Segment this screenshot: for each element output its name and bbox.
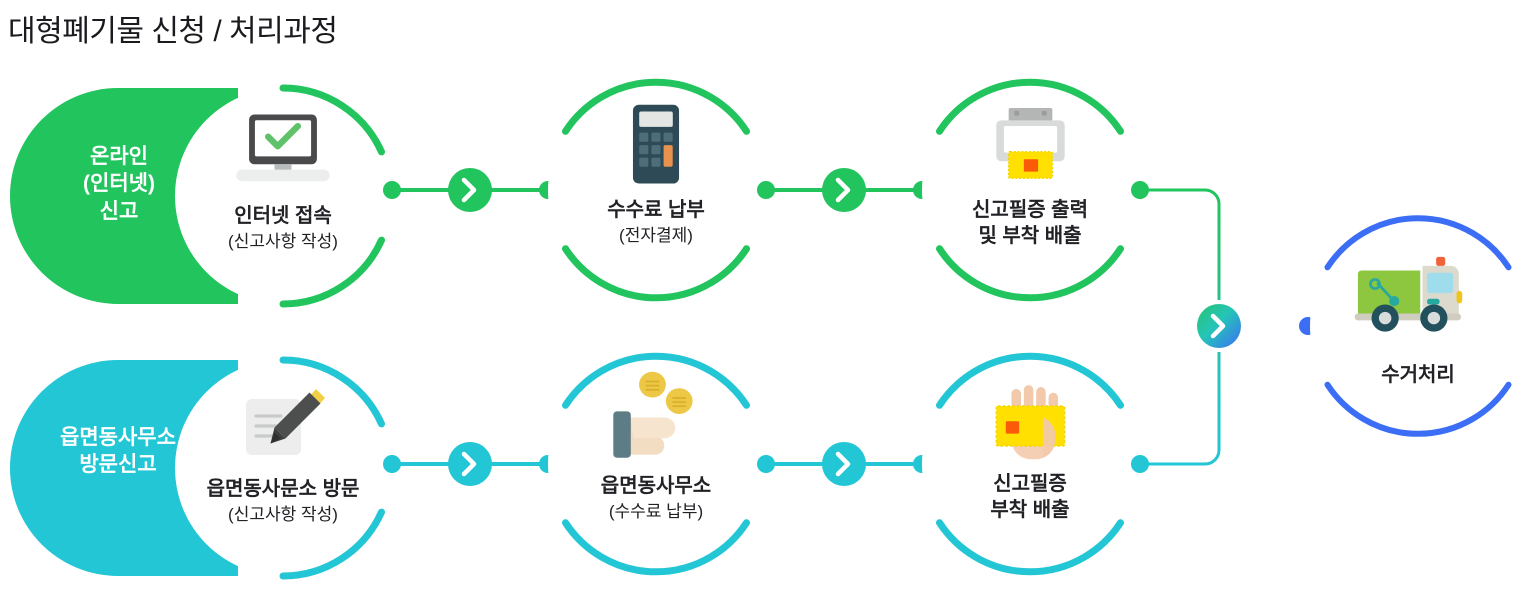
step-online-1-bg: [175, 88, 391, 304]
step-online-2-bg: [548, 82, 764, 298]
merge-junction: [1131, 181, 1317, 473]
step-visit-1-bg: [175, 360, 391, 576]
step-online-1-ring: [279, 84, 385, 308]
calculator-icon: [632, 104, 680, 184]
laptop-check-icon: [236, 114, 329, 181]
arrow-visit-2: [822, 442, 866, 486]
track-online: [10, 78, 1138, 308]
connector-online-2-3: [757, 168, 931, 212]
step-visit-2-ring: [562, 352, 750, 576]
arrow-online-1: [448, 168, 492, 212]
step-online-3-ring: [936, 78, 1124, 302]
connector-online-1-2: [383, 168, 557, 212]
connector-visit-1-2: [383, 442, 557, 486]
step-visit-3-ring: [936, 352, 1124, 576]
track-online-pill: [10, 88, 238, 304]
connector-visit-2-3: [757, 442, 931, 486]
arrow-online-2: [822, 168, 866, 212]
arrow-merge: [1197, 304, 1241, 348]
page-title: 대형폐기물 신청 / 처리과정: [8, 15, 338, 48]
step-visit-1-ring: [279, 356, 385, 580]
step-visit-2-bg: [548, 356, 764, 572]
final-node: [1310, 215, 1526, 437]
arrow-visit-1: [448, 442, 492, 486]
step-online-2-ring: [562, 78, 750, 302]
track-visit-pill: [10, 360, 238, 576]
track-visit: [10, 352, 1138, 580]
step-online-3-bg: [922, 82, 1138, 298]
final-node-ring: [1324, 215, 1512, 437]
step-visit-3-bg: [922, 356, 1138, 572]
